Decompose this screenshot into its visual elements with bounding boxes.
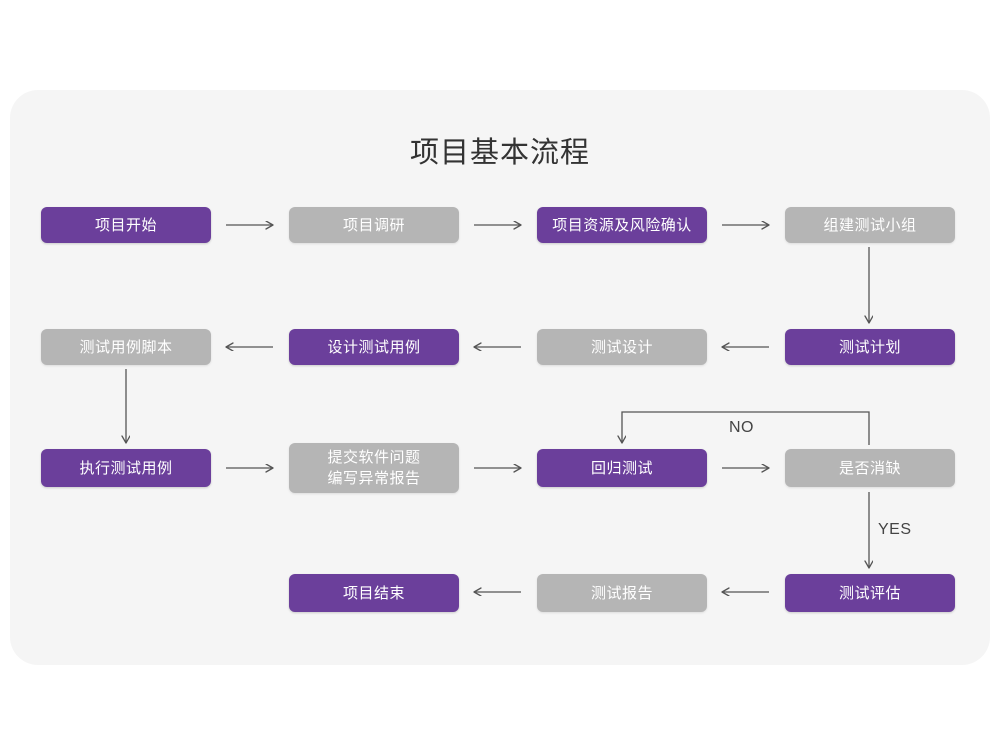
node-regression-test[interactable]: 回归测试 bbox=[537, 449, 707, 487]
node-defect-cleared[interactable]: 是否消缺 bbox=[785, 449, 955, 487]
node-project-research[interactable]: 项目调研 bbox=[289, 207, 459, 243]
node-project-end[interactable]: 项目结束 bbox=[289, 574, 459, 612]
node-design-test-case[interactable]: 设计测试用例 bbox=[289, 329, 459, 365]
node-test-case-script[interactable]: 测试用例脚本 bbox=[41, 329, 211, 365]
edge-label-no: NO bbox=[729, 419, 754, 436]
node-test-evaluation[interactable]: 测试评估 bbox=[785, 574, 955, 612]
node-build-test-team[interactable]: 组建测试小组 bbox=[785, 207, 955, 243]
node-resource-risk-confirm[interactable]: 项目资源及风险确认 bbox=[537, 207, 707, 243]
node-test-report[interactable]: 测试报告 bbox=[537, 574, 707, 612]
node-execute-test-case[interactable]: 执行测试用例 bbox=[41, 449, 211, 487]
flowchart-panel bbox=[10, 90, 990, 665]
node-project-start[interactable]: 项目开始 bbox=[41, 207, 211, 243]
node-test-design[interactable]: 测试设计 bbox=[537, 329, 707, 365]
node-submit-issue-report[interactable]: 提交软件问题 编写异常报告 bbox=[289, 443, 459, 493]
edge-label-yes: YES bbox=[878, 521, 912, 538]
page-title: 项目基本流程 bbox=[409, 137, 590, 169]
node-test-plan[interactable]: 测试计划 bbox=[785, 329, 955, 365]
